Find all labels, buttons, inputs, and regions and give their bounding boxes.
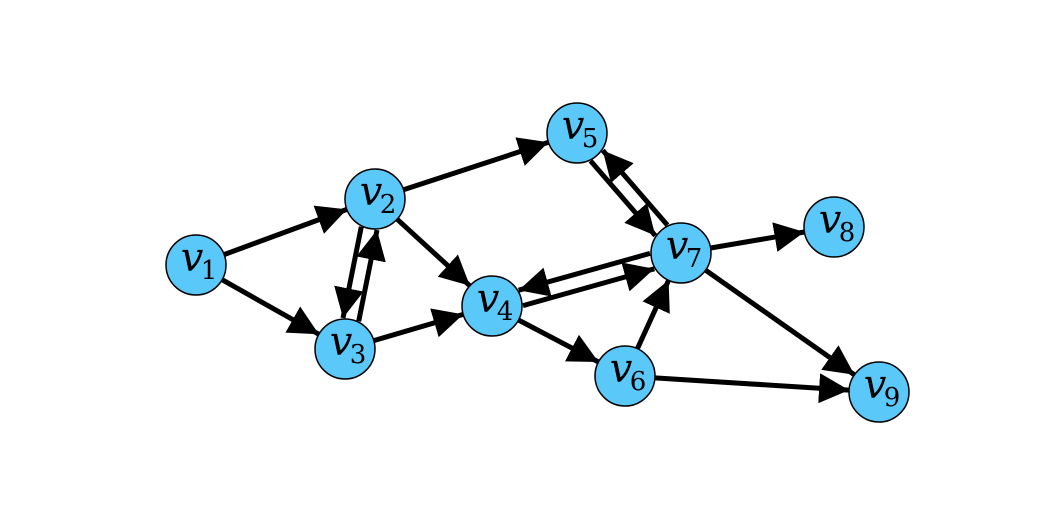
edge-v7-to-v9 [704, 268, 856, 377]
node-circle-v2 [344, 168, 406, 230]
edge-v7-to-v8 [710, 222, 805, 252]
edge-v6-to-v9 [654, 373, 850, 404]
edge-v2-to-v3 [334, 226, 364, 319]
node-circle-v1 [165, 234, 227, 296]
edge-v2-to-v5 [402, 137, 550, 193]
node-subscript-v8: 8 [839, 218, 856, 248]
node-label-v2: v [360, 169, 383, 215]
node-circle-v4 [461, 275, 523, 337]
node-v9: v9 [848, 361, 910, 423]
node-circle-v5 [546, 102, 608, 164]
node-label-v4: v [477, 276, 500, 322]
node-subscript-v3: 3 [350, 340, 367, 370]
node-subscript-v2: 2 [380, 190, 397, 220]
node-v4: v4 [461, 275, 523, 337]
edge-v4-to-v6 [517, 317, 600, 365]
node-label-v1: v [181, 235, 204, 281]
node-label-v7: v [666, 223, 689, 269]
edge-v3-to-v2 [356, 229, 386, 322]
node-circle-v9 [848, 361, 910, 423]
node-subscript-v1: 1 [201, 256, 218, 286]
node-label-v9: v [864, 362, 887, 408]
node-circle-v6 [594, 345, 656, 407]
node-v8: v8 [803, 196, 865, 258]
edge-v7-to-v4 [518, 250, 651, 297]
edge-v2-to-v4 [395, 217, 472, 288]
node-subscript-v7: 7 [686, 244, 703, 274]
node-label-v3: v [330, 319, 353, 365]
node-label-v6: v [610, 346, 633, 392]
node-v1: v1 [165, 234, 227, 296]
node-subscript-v4: 4 [497, 297, 514, 327]
node-circle-v8 [803, 196, 865, 258]
node-label-v8: v [819, 197, 842, 243]
node-label-v5: v [562, 103, 585, 149]
edge-v5-to-v7 [588, 159, 658, 238]
edge-v6-to-v7 [635, 279, 671, 350]
node-v3: v3 [314, 318, 376, 380]
node-v6: v6 [594, 345, 656, 407]
edges-layer [220, 137, 856, 404]
node-circle-v3 [314, 318, 376, 380]
node-v5: v5 [546, 102, 608, 164]
node-circle-v7 [650, 222, 712, 284]
node-subscript-v9: 9 [884, 383, 901, 413]
edge-v1-to-v2 [223, 205, 348, 257]
node-subscript-v5: 5 [582, 124, 599, 154]
edge-v3-to-v4 [373, 308, 464, 343]
node-v7: v7 [650, 222, 712, 284]
edge-v4-to-v7 [522, 262, 655, 309]
node-v2: v2 [344, 168, 406, 230]
edge-v1-to-v3 [220, 277, 321, 337]
node-subscript-v6: 6 [630, 367, 647, 397]
edge-v7-to-v5 [600, 148, 670, 227]
